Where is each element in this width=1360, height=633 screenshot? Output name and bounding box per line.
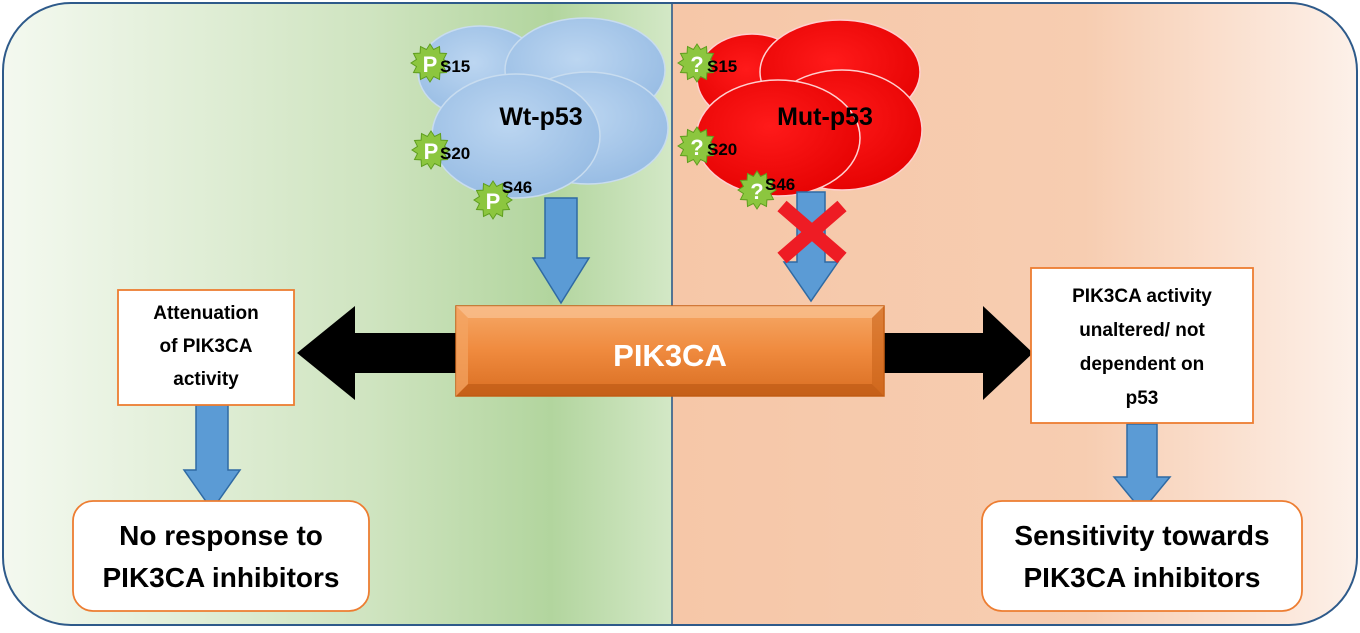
phospho-star-icon [737,170,777,210]
wild-type-p53-cluster: Wt-p53 [417,17,669,199]
wild-type-p53-label: Wt-p53 [499,103,582,131]
phospho-symbol: P [424,139,439,164]
pik3ca-label: PIK3CA [613,338,727,373]
no-response-line-2: PIK3CA inhibitors [103,562,340,593]
phospho-site-label: S46 [502,178,532,197]
phospho-site-label: S46 [765,175,795,194]
mutant-phospho-s20: ? S20 [677,126,737,166]
attenuation-line-3: activity [173,369,239,390]
wild-type-down-arrow [531,197,591,305]
right-black-arrow [880,306,1033,400]
phospho-site-label: S20 [707,140,737,159]
phospho-star-icon [411,130,451,170]
phospho-star-icon [410,43,450,83]
sensitivity-line-2: PIK3CA inhibitors [1024,562,1261,593]
attenuation-line-2: of PIK3CA [160,336,253,357]
wild-type-phospho-s46: P S46 [473,178,532,220]
no-response-box: No response to PIK3CA inhibitors [72,500,370,612]
phospho-symbol: ? [690,52,703,77]
unaltered-activity-box: PIK3CA activity unaltered/ not dependent… [1030,267,1254,424]
unaltered-line-2: unaltered/ not [1079,320,1205,341]
right-down-arrow [1112,423,1172,513]
left-down-arrow [182,404,242,512]
unaltered-line-3: dependent on [1080,354,1205,375]
unaltered-line-4: p53 [1126,388,1159,409]
phospho-symbol: ? [690,135,703,160]
wild-type-phospho-s20: P S20 [411,130,470,170]
phospho-star-icon [677,43,717,83]
no-response-line-1: No response to [119,520,323,551]
phospho-symbol: P [423,52,438,77]
mutant-p53-cluster: Mut-p53 [695,19,923,197]
sensitivity-line-1: Sensitivity towards [1014,520,1269,551]
mutant-phospho-s15: ? S15 [677,43,737,83]
unaltered-line-1: PIK3CA activity [1072,286,1212,307]
wild-type-phospho-s15: P S15 [410,43,470,83]
phospho-site-label: S15 [440,57,470,76]
phospho-symbol: ? [750,179,763,204]
pik3ca-box: PIK3CA [455,305,885,397]
phospho-star-icon [677,126,717,166]
phospho-star-icon [473,180,513,220]
attenuation-box: Attenuation of PIK3CA activity [117,289,295,406]
phospho-site-label: S20 [440,144,470,163]
phospho-site-label: S15 [707,57,737,76]
sensitivity-box: Sensitivity towards PIK3CA inhibitors [981,500,1303,612]
left-black-arrow [297,306,460,400]
mutant-p53-label: Mut-p53 [777,103,873,131]
blocked-cross-icon [777,200,847,264]
mutant-phospho-s46: ? S46 [737,170,795,210]
attenuation-line-1: Attenuation [153,303,259,324]
phospho-symbol: P [486,189,501,214]
